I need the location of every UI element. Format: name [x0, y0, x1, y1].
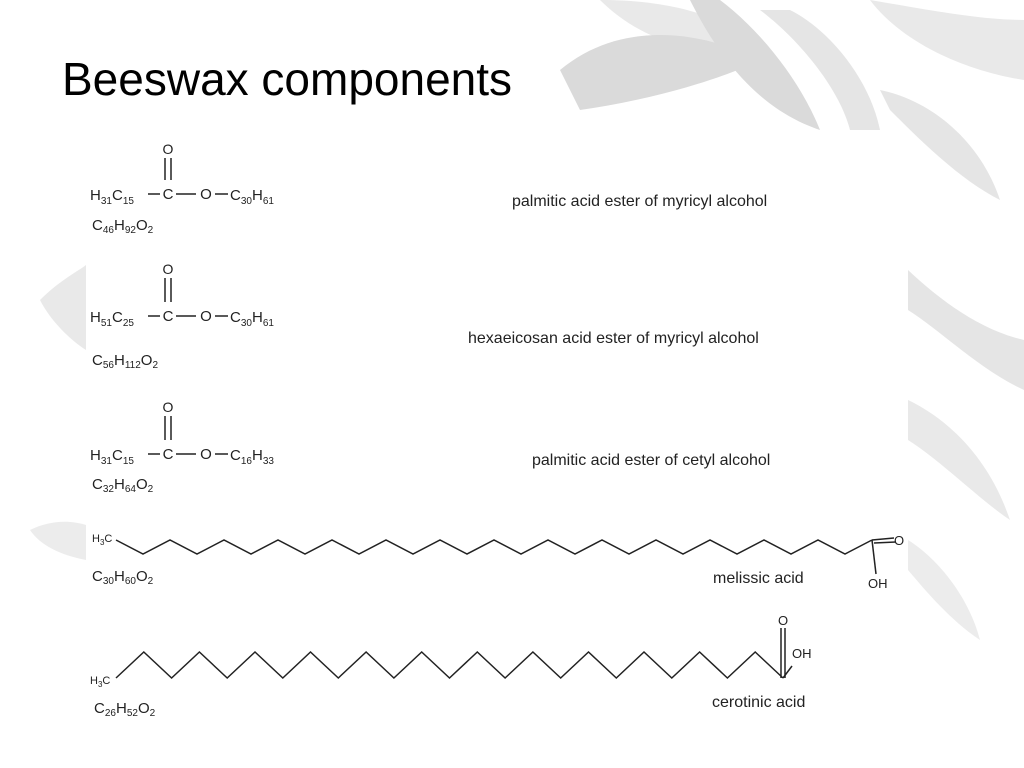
carbonyl-oxygen: O: [778, 613, 788, 628]
molecular-formula: C30H60O2: [92, 568, 154, 587]
carbonyl-carbon: C: [163, 308, 174, 325]
carbonyl-oxygen: O: [163, 399, 174, 415]
hydroxyl-group: OH: [868, 576, 888, 591]
ester-oxygen: O: [200, 446, 212, 463]
carbonyl-bond: [871, 537, 895, 541]
carbonyl-carbon: C: [163, 186, 174, 203]
carbon-chain: [115, 650, 784, 680]
slide-title: Beeswax components: [62, 53, 513, 105]
left-group: H31C15: [90, 187, 134, 207]
hydroxyl-group: OH: [792, 646, 812, 661]
compound-name: melissic acid: [713, 570, 804, 587]
right-group: C30H61: [230, 187, 274, 207]
molecular-formula: C26H52O2: [94, 700, 156, 719]
carbonyl-bond: [873, 541, 897, 544]
compound-name: palmitic acid ester of myricyl alcohol: [512, 193, 768, 210]
carbonyl-oxygen: O: [163, 261, 174, 277]
left-group: H51C25: [90, 309, 134, 328]
compound-name: cerotinic acid: [712, 694, 806, 711]
right-group: C16H33: [230, 447, 274, 466]
molecular-formula: C56H112O2: [92, 352, 158, 371]
carbon-chain: [115, 539, 873, 555]
methyl-group: H3C: [92, 533, 112, 547]
hydroxyl-bond: [871, 539, 877, 575]
compound-name: palmitic acid ester of cetyl alcohol: [532, 452, 771, 469]
compound-name: hexaeicosan acid ester of myricyl alcoho…: [468, 330, 759, 347]
ester-structure: O H51C25 C O C30H61: [90, 261, 274, 328]
content-panel: [86, 135, 908, 768]
hydroxyl-bond: [782, 665, 793, 679]
molecular-formula: C32H64O2: [92, 476, 154, 495]
ester-structure: O H31C15 C O C16H33: [90, 399, 274, 466]
ester-oxygen: O: [200, 308, 212, 325]
molecular-formula: C46H92O2: [92, 217, 154, 236]
carbonyl-oxygen: O: [894, 533, 904, 548]
ester-structure: O H31C15 C O C30H61: [90, 141, 274, 207]
methyl-group: H3C: [90, 675, 110, 689]
zigzag-chain-structure: H3C O OH: [90, 613, 812, 689]
zigzag-chain-structure: H3C O OH: [92, 533, 904, 591]
carbonyl-oxygen: O: [163, 141, 174, 157]
ester-oxygen: O: [200, 186, 212, 203]
right-group: C30H61: [230, 309, 274, 328]
carbonyl-carbon: C: [163, 446, 174, 463]
left-group: H31C15: [90, 447, 134, 466]
